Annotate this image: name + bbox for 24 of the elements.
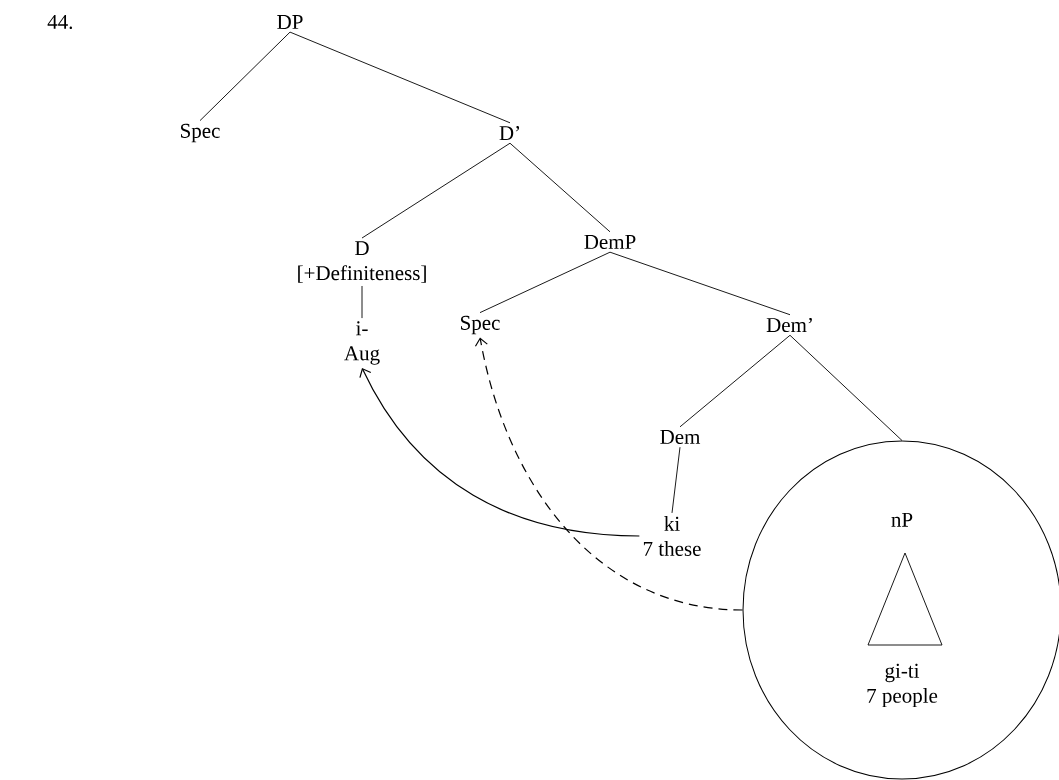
movement-arrow <box>474 337 744 611</box>
tree-node-label: Dem <box>660 430 701 444</box>
tree-node-label: DP <box>277 15 303 29</box>
tree-branch <box>509 142 611 233</box>
tree-branch <box>361 285 363 319</box>
tree-node-label: DemP <box>584 235 636 249</box>
tree-branch <box>361 142 511 239</box>
tree-node-label: ki 7 these <box>643 516 701 556</box>
tree-branch <box>679 334 791 428</box>
movement-arrow <box>359 367 640 537</box>
tree-node-label: Spec <box>181 123 220 143</box>
encircled-node: nP gi-ti 7 people <box>742 440 1059 780</box>
tree-branch <box>609 251 791 316</box>
example-number: 44. <box>47 14 73 30</box>
tree-branch <box>199 31 291 122</box>
tree-branch <box>789 334 903 441</box>
tree-branch <box>289 31 511 124</box>
tree-node-label: Dem’ <box>766 317 812 333</box>
tree-node-label: Spec <box>461 315 500 335</box>
tree-branch <box>671 446 681 514</box>
tree-node-label: D [+Definiteness] <box>298 241 426 283</box>
tree-node-label: D’ <box>499 126 520 140</box>
tree-node-label: i- Aug <box>344 321 380 365</box>
tree-branch <box>479 251 611 314</box>
